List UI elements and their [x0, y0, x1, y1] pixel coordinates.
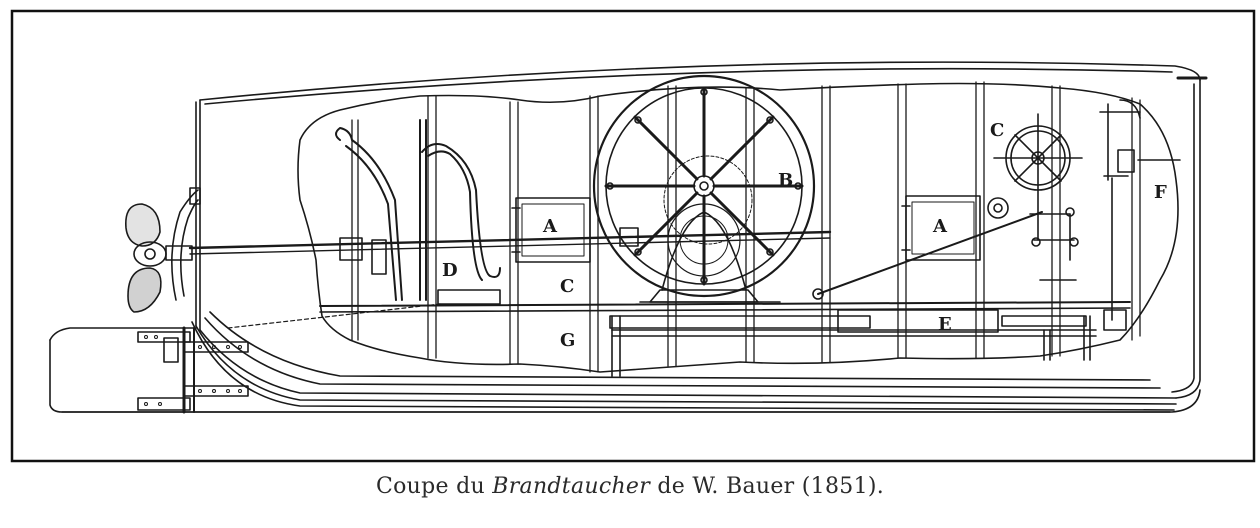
propeller — [125, 187, 201, 313]
label-c-mid: C — [560, 276, 574, 297]
left-piping — [335, 119, 501, 301]
rudder — [137, 326, 249, 414]
caption-vessel-name: Brandtaucher — [492, 474, 651, 499]
steering-wheel — [987, 113, 1083, 281]
label-c-top: C — [990, 120, 1004, 141]
steering-linkage-rod — [817, 211, 1043, 295]
label-d: D — [442, 260, 458, 281]
label-a-right: A — [932, 216, 948, 237]
plate-border — [10, 9, 1256, 463]
ballast-tank-left — [511, 197, 591, 263]
lower-rail — [319, 289, 1131, 377]
figure-caption: Coupe du Brandtaucher de W. Bauer (1851)… — [0, 474, 1260, 499]
label-e: E — [938, 314, 952, 335]
label-g: G — [560, 330, 575, 351]
propeller-shaft — [188, 227, 832, 275]
label-b: B — [778, 170, 793, 191]
stern-dashed-line — [227, 303, 441, 329]
ballast-tank-right — [901, 195, 981, 261]
hull — [49, 61, 1201, 413]
crank-wheel — [592, 74, 816, 303]
caption-prefix: Coupe du — [375, 474, 485, 499]
label-f: F — [1154, 182, 1167, 203]
cutaway-outline — [297, 82, 1179, 373]
label-a-left: A — [542, 216, 558, 237]
bow-valve-assembly — [1099, 76, 1208, 331]
caption-suffix: de W. Bauer (1851). — [657, 474, 885, 499]
